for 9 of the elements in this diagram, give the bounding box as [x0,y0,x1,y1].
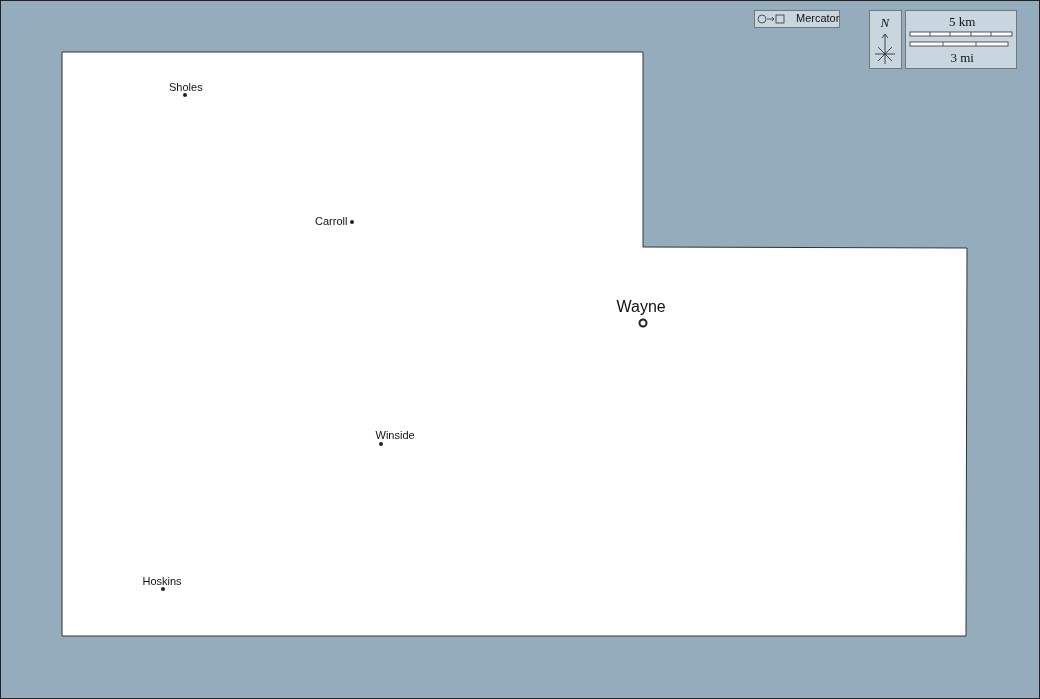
town-name: Hoskins [142,576,182,587]
scale-label: 5 km [949,15,976,28]
town-name: Carroll [315,216,348,227]
town-name: Winside [375,430,415,441]
projection-name: Mercator [796,13,840,24]
city-name: Wayne [616,299,666,315]
scale-label: 3 mi [950,51,974,64]
north-label: N [880,16,890,29]
town-name: Sholes [169,82,203,93]
